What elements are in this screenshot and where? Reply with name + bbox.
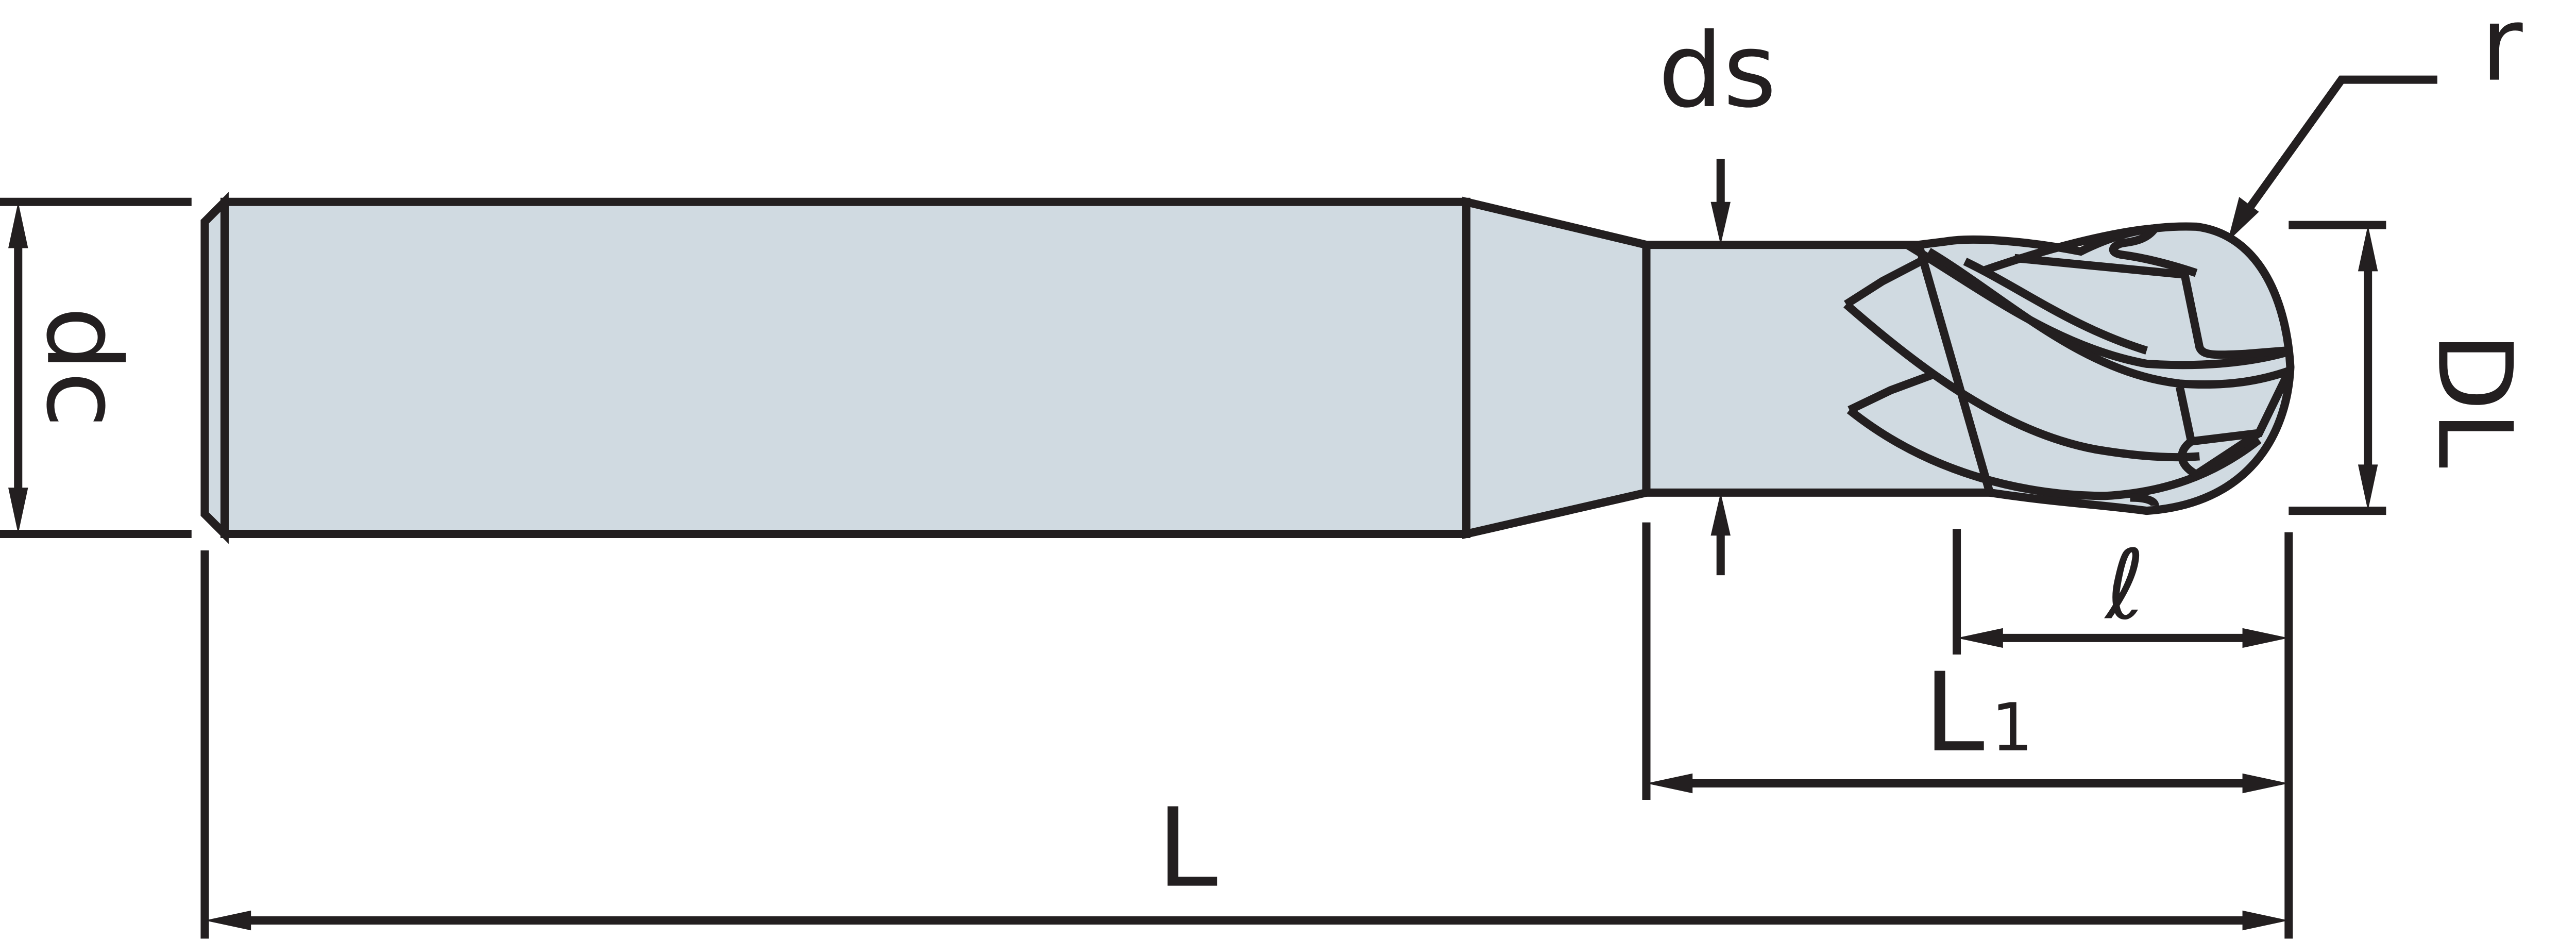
flute-curve-3 bbox=[1843, 301, 2200, 462]
dim-ds: ds bbox=[1658, 11, 1777, 576]
dim-dl: DL bbox=[2289, 221, 2534, 515]
label-ds: ds bbox=[1658, 11, 1777, 130]
dim-flute-length: ℓ bbox=[1953, 529, 2293, 939]
cutting-edge-1 bbox=[2014, 254, 2287, 359]
label-flute-length: ℓ bbox=[2104, 529, 2145, 641]
label-dl: DL bbox=[2415, 332, 2534, 468]
cutting-edge-3 bbox=[2178, 429, 2262, 480]
edge-notch-bottom bbox=[2130, 493, 2159, 507]
flute-curve-5 bbox=[1844, 256, 1926, 308]
label-r: r bbox=[2481, 0, 2523, 104]
flute-curve-6 bbox=[1848, 370, 1937, 414]
flute-curve-2 bbox=[1926, 248, 2292, 389]
flute-curve-8 bbox=[1980, 224, 2156, 275]
flute-curve-1 bbox=[1905, 241, 2289, 370]
label-l1-sub: 1 bbox=[1991, 690, 2033, 766]
label-l-total: L bbox=[1157, 785, 1218, 912]
cutting-edge-2 bbox=[2175, 370, 2293, 446]
label-l1-main: L bbox=[1924, 649, 1985, 776]
label-dc: dc bbox=[24, 307, 143, 428]
edge-notch-top bbox=[2109, 225, 2198, 277]
taper-section bbox=[1462, 196, 1651, 540]
shank bbox=[200, 192, 1471, 544]
dim-r: r bbox=[2227, 0, 2523, 242]
shank-body bbox=[220, 197, 1471, 539]
ball-end-head bbox=[1843, 222, 2295, 515]
shank-chamfer bbox=[200, 192, 229, 544]
dim-dc: dc bbox=[0, 197, 192, 539]
dim-l-total: L bbox=[200, 550, 2289, 939]
